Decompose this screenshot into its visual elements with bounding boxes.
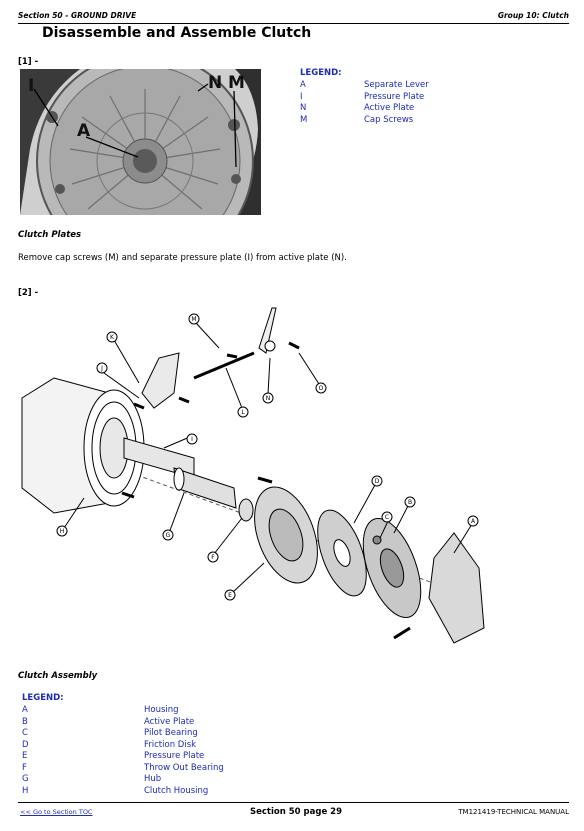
clutch-assembly-diagram: M K J L N O I G F E D C B A H [21,307,485,644]
callout-c: C [381,511,393,523]
svg-text:N: N [266,395,271,402]
callout-n: N [208,73,222,93]
callout-f: F [207,551,219,563]
callout-g: G [162,529,174,541]
svg-text:B: B [408,499,412,506]
callout-n: N [262,392,274,404]
callout-a: A [467,515,479,527]
svg-text:K: K [110,334,115,341]
section-toc-link[interactable]: << Go to Section TOC [20,808,93,816]
page-number: Section 50 page 29 [250,807,342,817]
svg-text:O: O [319,385,324,392]
callout-j: J [96,362,108,374]
svg-text:F: F [211,554,215,561]
callout-o: O [315,382,327,394]
svg-text:L: L [241,409,245,416]
svg-text:M: M [191,316,196,323]
header-section: Section 50 - GROUND DRIVE [18,11,137,20]
callout-a: A [77,121,91,141]
clutch-assembly-caption: Clutch Assembly [18,671,98,681]
callout-m: M [228,73,245,93]
svg-text:I: I [191,436,193,443]
footer-divider [18,802,569,803]
legend-heading: LEGEND: [22,693,64,703]
svg-text:E: E [228,592,232,599]
figure-2-label: [2] - [18,288,39,298]
svg-text:H: H [60,528,65,535]
callout-m: M [188,313,200,325]
header-divider [18,23,569,24]
callout-i: I [28,76,34,96]
manual-id: TM121419-TECHNICAL MANUAL [458,808,569,816]
callout-k: K [106,331,118,343]
header-group: Group 10: Clutch [497,11,569,20]
clutch-photo: I N M A [20,69,261,215]
legend-heading: LEGEND: [300,68,342,78]
svg-text:J: J [100,365,103,372]
page-title: Disassemble and Assemble Clutch [42,25,312,41]
callout-i: I [186,433,198,445]
callout-b: B [404,496,416,508]
instruction-text: Remove cap screws (M) and separate press… [18,253,347,263]
svg-text:C: C [385,514,389,521]
svg-text:A: A [471,518,476,525]
svg-text:G: G [166,532,171,539]
figure-1-label: [1] - [18,57,39,67]
svg-text:D: D [375,478,380,485]
callout-l: L [237,406,249,418]
callout-d: D [371,475,383,487]
clutch-plates-caption: Clutch Plates [18,230,82,240]
callout-e: E [224,589,236,601]
callout-h: H [56,525,68,537]
